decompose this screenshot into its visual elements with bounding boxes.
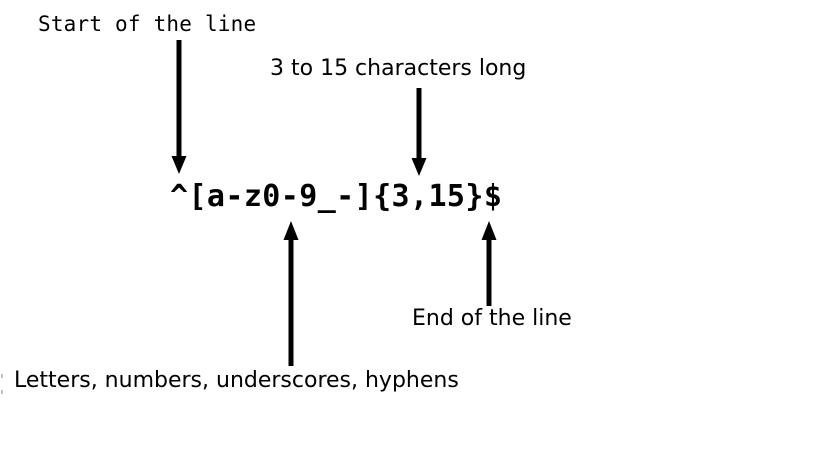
arrow-down-start-of-line <box>170 40 188 176</box>
annotation-label-allowed-characters: Letters, numbers, underscores, hyphens <box>14 368 459 393</box>
annotation-label-end-of-line: End of the line <box>412 306 572 331</box>
arrow-down-length-range <box>410 88 428 178</box>
arrow-up-end-of-line <box>480 220 498 306</box>
regex-expression: ^[a-z0-9_-]{3,15}$ <box>170 179 503 214</box>
annotation-label-length-range: 3 to 15 characters long <box>270 56 527 81</box>
arrow-up-allowed-characters <box>282 220 300 366</box>
clipped-edge-mark-lower <box>1 390 3 394</box>
annotation-label-start-of-line: Start of the line <box>38 12 257 36</box>
clipped-edge-mark-upper <box>1 374 3 378</box>
